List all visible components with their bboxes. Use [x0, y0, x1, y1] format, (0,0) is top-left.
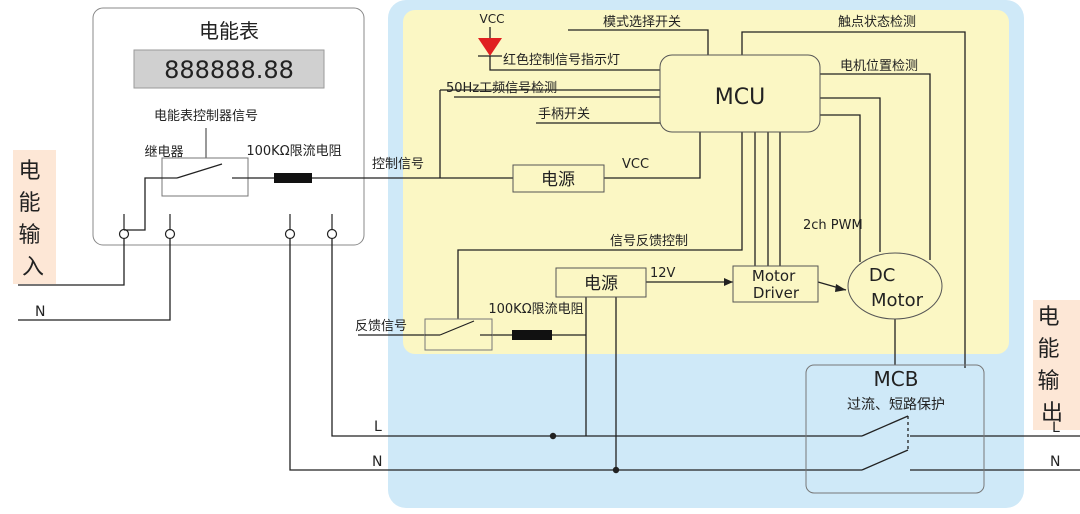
pwm-label: 2ch PWM [803, 218, 863, 233]
output-label: 电 能 输 出 [1037, 305, 1066, 426]
power-block-2 [555, 267, 647, 298]
resistor2-label: 100KΩ限流电阻 [488, 302, 583, 317]
mcu-block [659, 54, 821, 133]
v12-label: 12V [650, 266, 676, 281]
power-label-1: 电源 [541, 170, 575, 190]
output-label-bg [1033, 300, 1080, 430]
vcc-label: VCC [622, 157, 649, 172]
red-led-icon [478, 38, 502, 56]
input-label-char: 入 [22, 255, 44, 280]
handle-switch-label: 手柄开关 [538, 107, 590, 122]
mcu-label: MCU [715, 85, 765, 110]
junction-n [612, 466, 620, 474]
output-n-label: N [1050, 454, 1060, 470]
relay-box [161, 157, 249, 197]
dc-motor-line-1: DC [869, 265, 895, 286]
meter-terminals [118, 214, 338, 240]
relay-label: 继电器 [144, 145, 183, 160]
motor-driver-label: Motor Driver [752, 267, 800, 302]
meter-resistor-label: 100KΩ限流电阻 [246, 144, 341, 159]
terminal-4 [326, 228, 338, 240]
dc-motor-label: DC Motor [869, 265, 924, 311]
meter-display [133, 49, 325, 89]
meter-title: 电能表 [199, 19, 259, 43]
bus-n-label: N [372, 454, 382, 470]
meter-box [92, 7, 365, 246]
meter-display-value: 888888.88 [164, 56, 294, 84]
motor-pos-label: 电机位置检测 [840, 59, 918, 74]
arrow-motor [835, 284, 846, 292]
meter-resistor-label-text: 100KΩ限流电阻 [246, 144, 341, 159]
feedback-ctrl-label: 信号反馈控制 [610, 234, 688, 249]
input-label-char: 输 [18, 223, 40, 248]
mcb-subtitle: 过流、短路保护 [847, 397, 945, 413]
terminal-2 [164, 228, 176, 240]
mcb-title: MCB [874, 367, 919, 391]
dc-motor [847, 252, 943, 320]
meter-resistor [274, 173, 312, 183]
output-l-label: L [1052, 420, 1060, 436]
bus-l-label: L [374, 419, 382, 435]
input-label-char: 能 [18, 191, 40, 216]
junction-l [549, 432, 557, 440]
vcc-top-label: VCC [480, 12, 505, 26]
hz-detect-label: 50Hz工频信号检测 [446, 81, 557, 96]
motor-driver-block [732, 265, 819, 303]
dc-motor-line-2: Motor [871, 290, 924, 311]
input-n-label: N [35, 304, 45, 320]
feedback-signal-label: 反馈信号 [355, 319, 407, 334]
mcb-block [805, 364, 985, 494]
output-label-char: 电 [1037, 305, 1059, 330]
input-label-char: 电 [18, 159, 40, 184]
terminal-3 [284, 228, 296, 240]
power-block-1 [512, 164, 605, 193]
control-signal-label: 控制信号 [372, 157, 424, 172]
terminal-1 [118, 228, 130, 240]
motor-driver-line-1: Motor [752, 267, 796, 285]
input-label-bg [13, 150, 56, 284]
output-label-char: 能 [1037, 337, 1059, 362]
red-led-label: 红色控制信号指示灯 [503, 52, 620, 68]
resistor-2 [512, 330, 552, 340]
output-label-char: 输 [1037, 369, 1059, 394]
meter-control-signal-label: 电能表控制器信号 [154, 109, 258, 124]
arrow-12v [724, 278, 733, 286]
resistor2-label-text: 100KΩ限流电阻 [488, 302, 583, 317]
power-label-2: 电源 [584, 274, 618, 294]
input-label: 电 能 输 入 [18, 159, 47, 280]
contact-detect-label: 触点状态检测 [838, 15, 916, 30]
output-label-char: 出 [1041, 401, 1063, 426]
mode-switch-label: 模式选择开关 [603, 15, 681, 30]
motor-driver-line-2: Driver [753, 284, 800, 302]
wiring-lines [18, 27, 1080, 471]
